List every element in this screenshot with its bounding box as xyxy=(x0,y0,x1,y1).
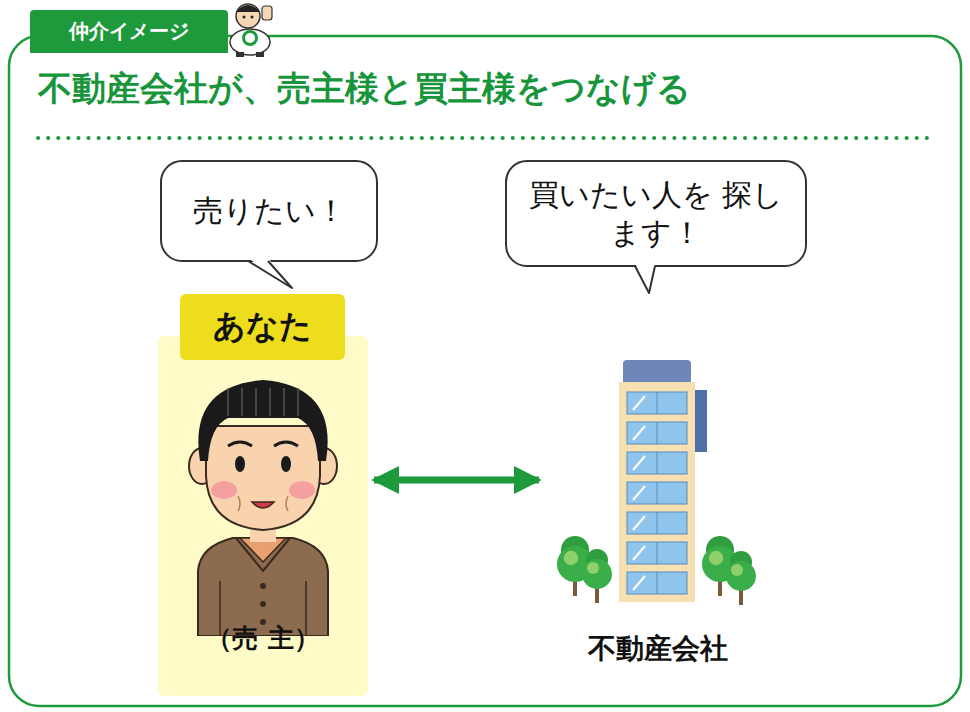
name-label: あなた xyxy=(180,294,345,360)
node-text: 買いたい人を 探します！ xyxy=(521,176,791,251)
outer-frame xyxy=(9,36,961,706)
node-text: （売 主） xyxy=(206,621,319,656)
tab-label: 仲介イメージ xyxy=(30,10,228,53)
node-text: 仲介イメージ xyxy=(69,18,189,45)
speech-bubble: 売りたい！ xyxy=(160,160,378,262)
dotted-rule xyxy=(38,136,934,140)
bubble-tail xyxy=(631,263,691,303)
node-text: 不動産会社 xyxy=(588,630,728,668)
node-text: あなた xyxy=(213,305,312,349)
mascot xyxy=(230,4,272,57)
speech-bubble: 買いたい人を 探します！ xyxy=(505,160,807,267)
seller-panel: （売 主）あなた xyxy=(158,336,368,696)
building-illustration xyxy=(545,356,770,606)
person-illustration xyxy=(158,366,368,636)
bubble-tail xyxy=(244,258,304,298)
double-arrow xyxy=(374,477,539,484)
company-node: 不動産会社 xyxy=(545,356,770,686)
node-text: 売りたい！ xyxy=(193,192,346,230)
title: 不動産会社が、売主様と買主様をつなげる xyxy=(38,66,970,112)
